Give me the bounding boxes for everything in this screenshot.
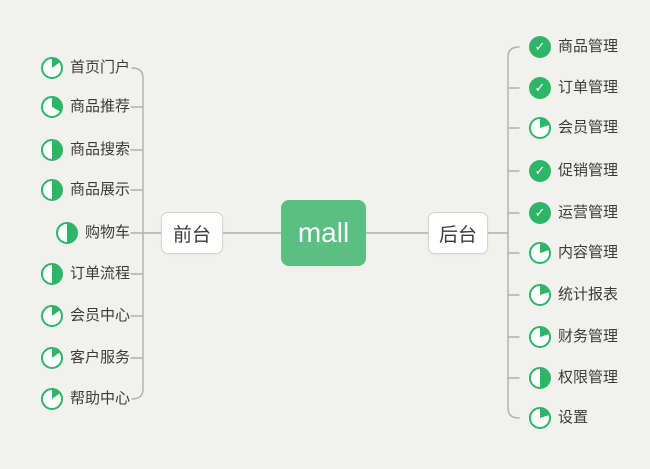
right-item[interactable]: 会员管理	[529, 115, 618, 141]
pie-icon	[529, 367, 551, 389]
pie-icon	[55, 222, 78, 244]
root-label: mall	[297, 217, 350, 248]
item-label: 运营管理	[558, 204, 619, 221]
left-item[interactable]: 客户服务	[40, 345, 130, 371]
pie-icon	[529, 284, 551, 306]
left-item[interactable]: 首页门户	[40, 55, 130, 81]
pie-icon	[40, 96, 63, 118]
item-label: 商品展示	[69, 181, 130, 198]
pie-icon	[40, 388, 63, 410]
back-branch-node[interactable]: 后台	[428, 212, 488, 254]
pie-icon	[40, 263, 63, 285]
pie-icon	[529, 407, 551, 429]
right-item[interactable]: ✓ 商品管理	[529, 34, 618, 60]
pie-icon	[40, 305, 63, 327]
right-item[interactable]: ✓ 运营管理	[529, 200, 618, 226]
right-trunk-line	[507, 46, 520, 419]
right-item[interactable]: 统计报表	[529, 282, 618, 308]
back-branch-label: 后台	[438, 224, 477, 246]
left-item[interactable]: 帮助中心	[40, 386, 130, 412]
item-label: 会员管理	[558, 119, 619, 136]
pie-icon	[40, 139, 63, 161]
right-item[interactable]: ✓ 促销管理	[529, 158, 618, 184]
item-label: 购物车	[84, 224, 130, 241]
pie-icon	[529, 326, 551, 348]
right-item[interactable]: 内容管理	[529, 240, 618, 266]
front-branch-node[interactable]: 前台	[161, 212, 223, 254]
item-label: 财务管理	[558, 328, 619, 345]
item-label: 订单管理	[558, 79, 619, 96]
right-item[interactable]: 财务管理	[529, 324, 618, 350]
pie-icon	[40, 179, 63, 201]
item-label: 商品搜索	[69, 141, 130, 158]
item-label: 内容管理	[558, 244, 619, 261]
left-item[interactable]: 商品展示	[40, 177, 130, 203]
check-icon: ✓	[529, 36, 551, 58]
pie-icon	[529, 242, 551, 264]
left-item[interactable]: 商品推荐	[40, 94, 130, 120]
check-icon: ✓	[529, 77, 551, 99]
check-icon: ✓	[529, 160, 551, 182]
item-label: 商品管理	[558, 38, 619, 55]
pie-icon	[40, 57, 63, 79]
right-item[interactable]: ✓ 订单管理	[529, 75, 618, 101]
item-label: 会员中心	[69, 307, 130, 324]
item-label: 权限管理	[558, 369, 619, 386]
front-branch-label: 前台	[172, 224, 211, 246]
item-label: 帮助中心	[69, 390, 130, 407]
item-label: 统计报表	[558, 286, 619, 303]
item-label: 促销管理	[558, 162, 619, 179]
item-label: 商品推荐	[69, 98, 130, 115]
left-item[interactable]: 会员中心	[40, 303, 130, 329]
item-label: 首页门户	[69, 59, 130, 76]
left-item[interactable]: 订单流程	[40, 261, 130, 287]
left-item[interactable]: 商品搜索	[40, 137, 130, 163]
check-icon: ✓	[529, 202, 551, 224]
root-node[interactable]: mall	[281, 200, 366, 266]
item-label: 客户服务	[69, 349, 130, 366]
item-label: 设置	[558, 409, 589, 426]
left-item[interactable]: 购物车	[55, 220, 130, 246]
right-item[interactable]: 设置	[529, 405, 588, 431]
item-label: 订单流程	[69, 265, 130, 282]
right-item[interactable]: 权限管理	[529, 365, 618, 391]
pie-icon	[40, 347, 63, 369]
pie-icon	[529, 117, 551, 139]
